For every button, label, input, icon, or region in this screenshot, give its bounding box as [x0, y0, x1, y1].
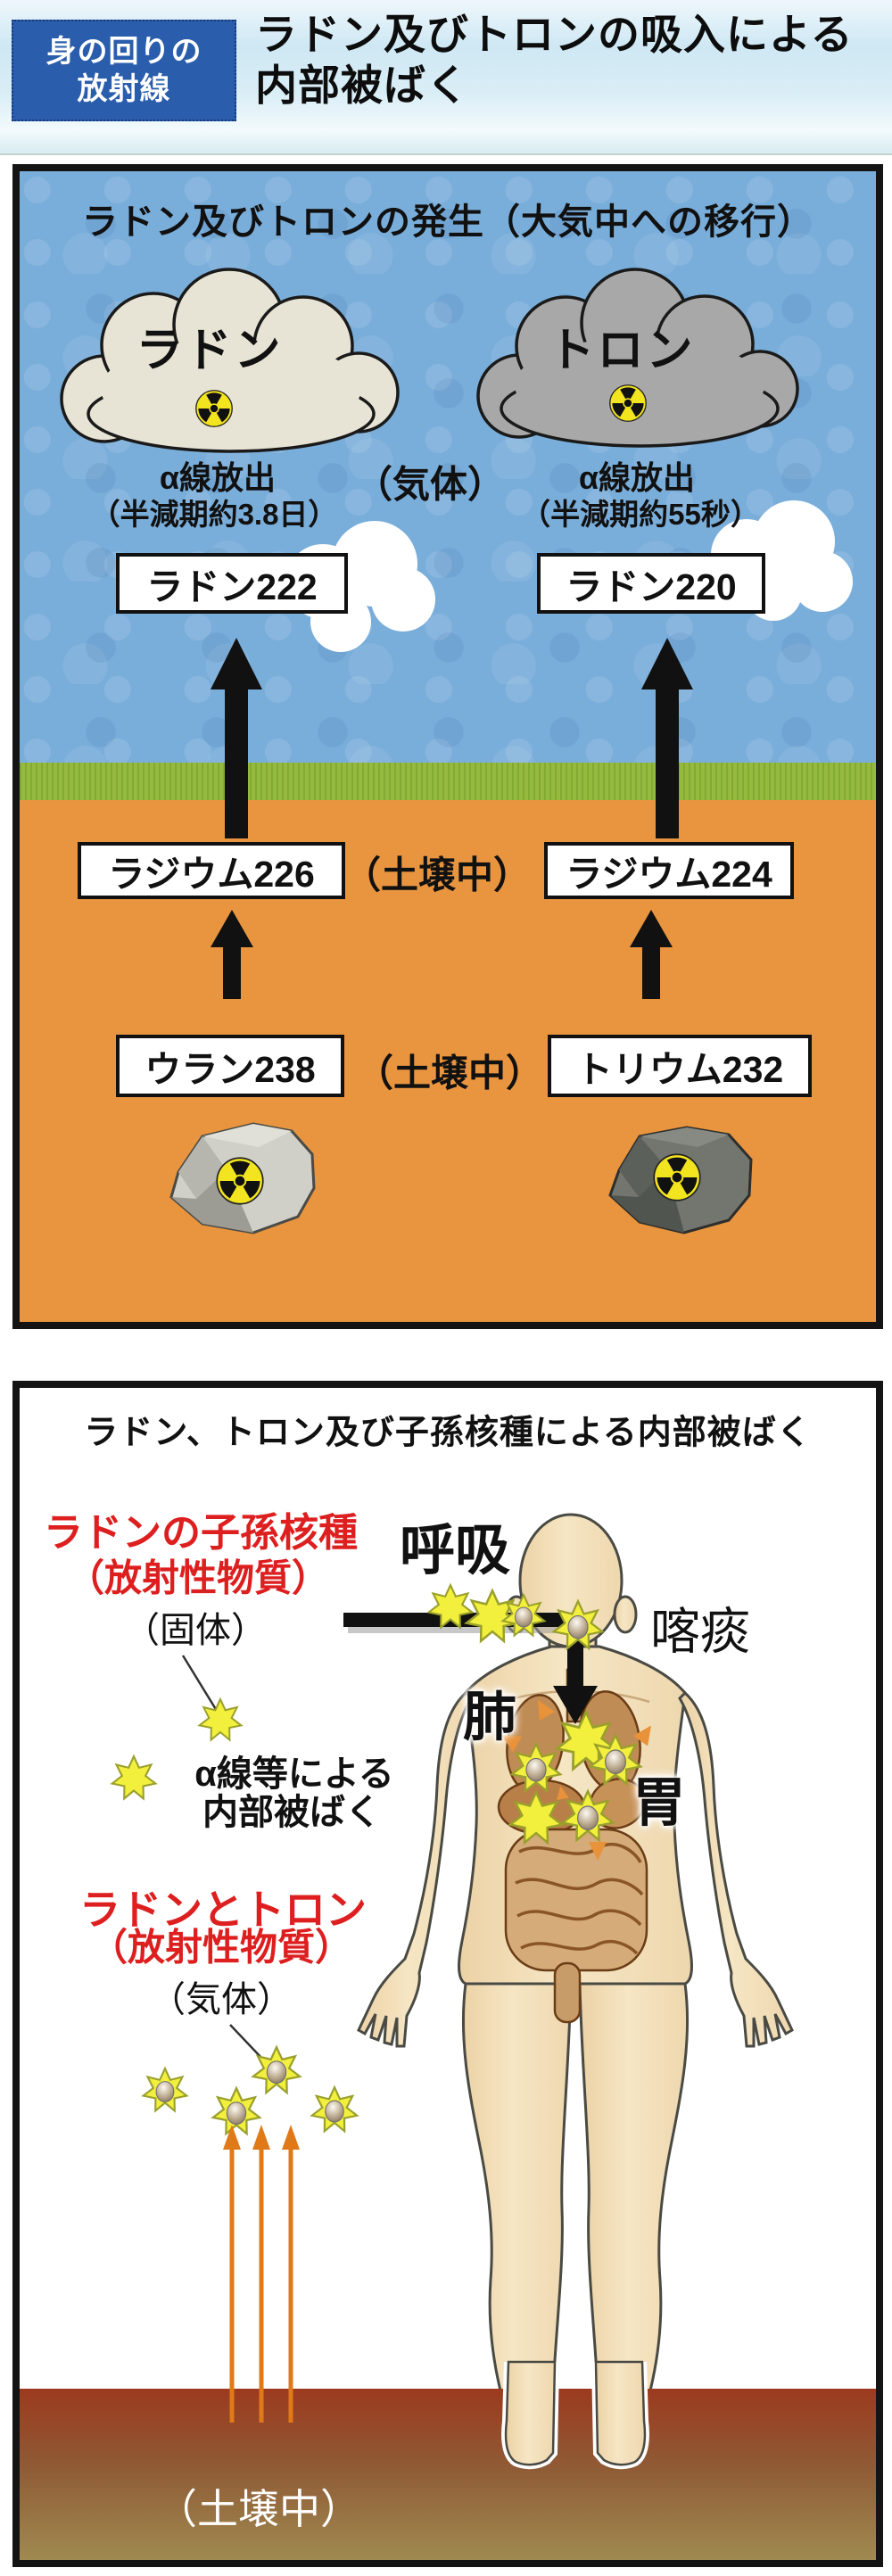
thoron-alpha-label: α線放出 — [578, 459, 696, 496]
head — [518, 1513, 624, 1648]
progeny-particle-icon — [563, 1791, 613, 1840]
liver — [497, 1779, 586, 1836]
page-title: ラドン及びトロンの吸入による 内部被ばく — [255, 9, 854, 111]
swallow-arrow-shaft — [567, 1622, 583, 1688]
organs — [497, 1668, 648, 2024]
panel2-title: ラドン、トロン及び子孫核種による内部被ばく — [84, 1414, 812, 1452]
alpha-particle-star-icon — [198, 1698, 243, 1741]
page-title-line1: ラドン及びトロンの吸入による — [255, 11, 854, 58]
alpha-particle-star-icon — [555, 1711, 617, 1771]
inhale-arrow-shadow — [348, 1619, 584, 1633]
neck — [548, 1627, 598, 1677]
progeny-particle-icon — [503, 1595, 545, 1636]
radon-alpha-label: α線放出 — [159, 459, 277, 496]
deep-soil — [20, 2389, 876, 2560]
feet — [501, 2360, 649, 2470]
intestines — [504, 1828, 648, 1972]
radon-halflife-label: （半減期約3.8日） — [90, 498, 338, 531]
gas-state-label: （気体） — [354, 463, 506, 506]
badge-line1: 身の回りの — [45, 35, 202, 69]
gas-state-label-2: （気体） — [150, 1980, 293, 2019]
gas-particle-icon — [312, 2087, 358, 2131]
panel-internal-exposure: ラドン、トロン及び子孫核種による内部被ばく ラドンの子孫核種 （放射性物質） （… — [12, 1381, 883, 2567]
soil-state-label-2: （土壌中） — [355, 1052, 544, 1094]
alpha-particle-star-icon — [427, 1584, 474, 1629]
solid-pointer-line — [181, 1655, 219, 1712]
radon-cloud-label: ラドン — [136, 325, 284, 377]
lung-label: 肺 — [463, 1687, 516, 1747]
solid-state-label: （固体） — [124, 1611, 267, 1650]
alpha-particle-star-icon — [508, 1790, 564, 1845]
panel1-title: ラドン及びトロンの発生（大気中への移行） — [82, 202, 814, 242]
alpha-particle-star-icon — [111, 1755, 157, 1800]
in-soil-label: （土壌中） — [156, 2486, 361, 2532]
gas-pointer-line — [229, 2024, 263, 2060]
soil-emission-arrows — [229, 2146, 293, 2423]
alpha-particle-star-icon — [465, 1589, 520, 1643]
stomach-label: 胃 — [632, 1772, 686, 1833]
swallow-arrow-head — [553, 1686, 598, 1724]
radon222-box: ラドン222 — [116, 553, 348, 614]
progeny-particle-icon — [554, 1601, 602, 1648]
page-header: 身の回りの 放射線 ラドン及びトロンの吸入による 内部被ばく — [0, 0, 892, 155]
trachea — [566, 1668, 583, 1723]
uranium238-box: ウラン238 — [116, 1035, 344, 1097]
gas-particle-icon — [253, 2047, 300, 2093]
radium226-box: ラジウム226 — [78, 842, 345, 899]
breathing-label: 呼吸 — [399, 1520, 511, 1581]
right-ear — [613, 1595, 638, 1634]
left-leg — [461, 1982, 573, 2426]
thoron-cloud-label: トロン — [548, 325, 696, 377]
gas-particle-icon — [144, 2068, 187, 2110]
intestine-coils — [515, 1843, 644, 1955]
thorium232-box: トリウム232 — [548, 1035, 812, 1097]
badge-line2: 放射線 — [77, 72, 171, 106]
progeny-label-line1: ラドンの子孫核種 — [44, 1511, 358, 1555]
progeny-particle-icon — [512, 1744, 560, 1791]
panel-generation: ラドン及びトロンの発生（大気中への移行） ラドン トロン α線放出 α線放出 （… — [12, 164, 883, 1329]
thoron-halflife-label: （半減期約55秒） — [521, 498, 760, 531]
right-leg — [578, 1982, 690, 2426]
page-title-line2: 内部被ばく — [255, 62, 469, 109]
gas-group-line2: （放射性物質） — [89, 1926, 353, 1969]
left-ear — [504, 1595, 529, 1634]
right-arm — [678, 1690, 794, 2048]
grass-strip — [20, 763, 876, 800]
category-badge: 身の回りの 放射線 — [12, 20, 236, 121]
radium224-box: ラジウム224 — [544, 842, 794, 899]
gas-group-line1: ラドンとトロン — [79, 1887, 367, 1933]
colon — [553, 1961, 582, 2024]
gas-particle-icon — [213, 2088, 260, 2134]
progeny-label-line2: （放射性物質） — [66, 1556, 330, 1599]
inhale-arrow — [343, 1613, 580, 1627]
sky-background — [20, 171, 876, 763]
radon220-box: ラドン220 — [537, 553, 765, 614]
sputum-label: 喀痰 — [650, 1603, 750, 1660]
alpha-exposure-line1: α線等による — [194, 1754, 394, 1794]
alpha-exposure-line2: 内部被ばく — [202, 1793, 381, 1832]
soil-state-label-1: （土壌中） — [343, 854, 532, 896]
